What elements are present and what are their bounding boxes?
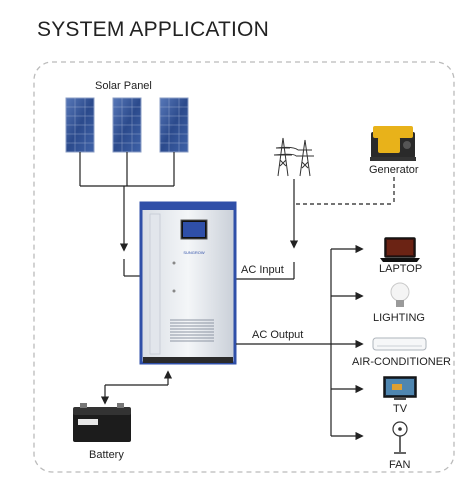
generator-label: Generator [369, 164, 419, 176]
inverter-brand-label: SUNGROW [183, 250, 205, 255]
ac-input-wiring [236, 177, 395, 280]
light-bulb-icon [390, 282, 410, 307]
battery-icon [73, 403, 131, 442]
laptop-icon [380, 237, 420, 262]
solar-wiring [79, 152, 175, 277]
inverter-vents [170, 319, 214, 342]
power-tower-icon [273, 137, 314, 177]
system-border [33, 61, 455, 473]
battery-wiring [100, 370, 173, 405]
air-conditioner-icon [372, 337, 427, 351]
fan-icon [392, 421, 408, 454]
load-label-air-conditioner: AIR-CONDITIONER [352, 356, 451, 368]
inverter-cabinet: SUNGROW [139, 201, 237, 365]
battery-label: Battery [89, 449, 124, 461]
ac-output-wiring [236, 244, 364, 441]
load-label-lighting: LIGHTING [373, 312, 425, 324]
solar-panel-icon [65, 97, 189, 153]
load-label-fan: FAN [389, 459, 411, 471]
ac-output-label: AC Output [252, 329, 304, 341]
tv-icon [383, 376, 417, 400]
ac-input-label: AC Input [241, 264, 284, 276]
generator-icon [370, 126, 416, 161]
solar-panel-label: Solar Panel [95, 80, 152, 92]
page-title: SYSTEM APPLICATION [37, 18, 269, 41]
load-label-laptop: LAPTOP [379, 263, 423, 275]
load-label-tv: TV [393, 403, 408, 415]
